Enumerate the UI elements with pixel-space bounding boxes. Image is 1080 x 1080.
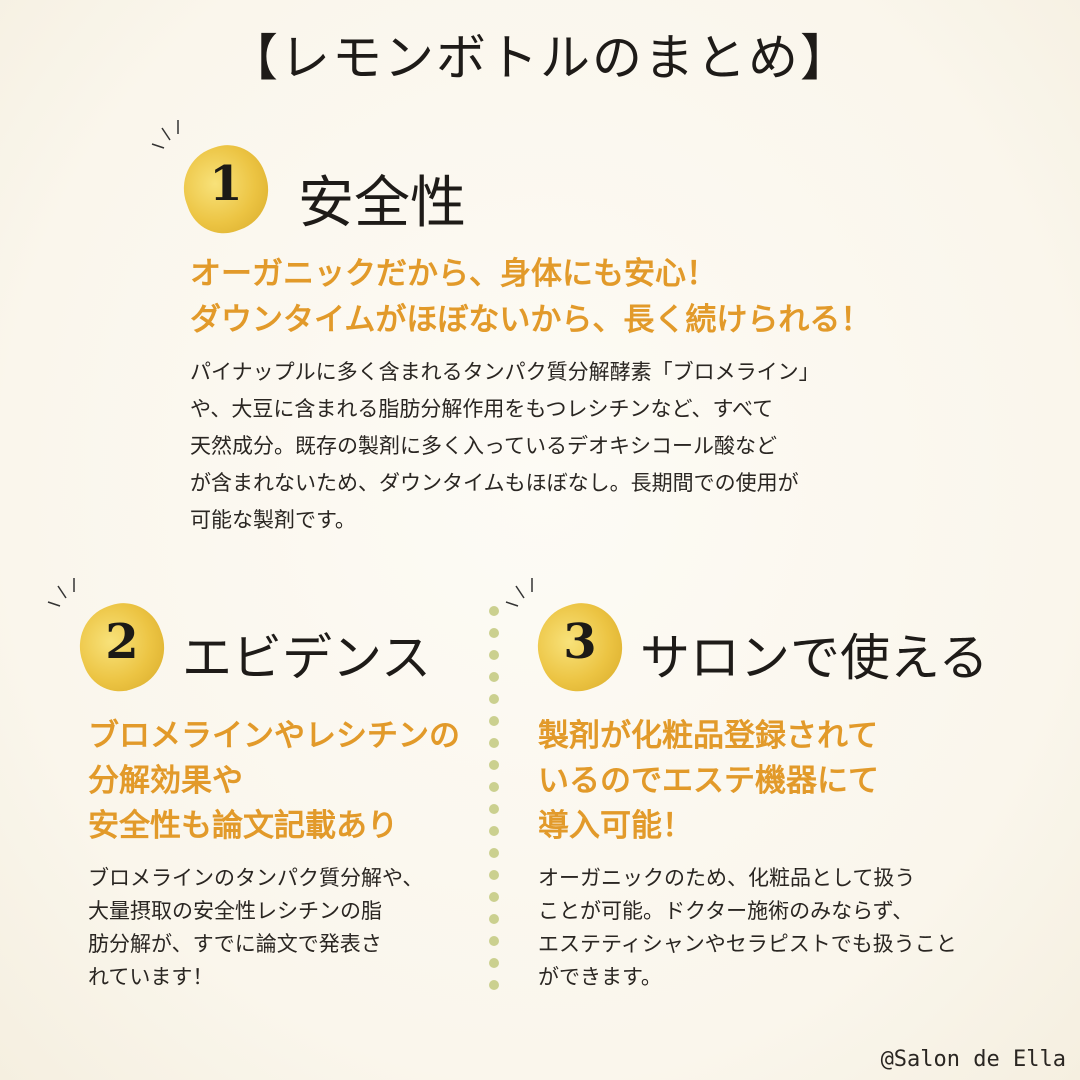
footer-handle: @Salon de Ella: [880, 1047, 1066, 1072]
body-line: 肪分解が、すでに論文で発表さ: [88, 932, 382, 956]
divider-dot: [489, 914, 499, 924]
divider-dot: [489, 936, 499, 946]
divider-dot: [489, 606, 499, 616]
lemon-number-badge: 1: [151, 120, 281, 244]
divider-dot: [489, 716, 499, 726]
body-text: オーガニックのため、化粧品として扱う ことが可能。ドクター施術のみならず、 エス…: [538, 862, 957, 994]
divider-dot: [489, 848, 499, 858]
divider-dot: [489, 738, 499, 748]
body-text: ブロメラインのタンパク質分解や、 大量摂取の安全性レシチンの脂 肪分解が、すでに…: [88, 862, 423, 994]
section-number: 2: [105, 614, 139, 670]
body-line: パイナップルに多く含まれるタンパク質分解酵素「ブロメライン」: [190, 360, 820, 384]
body-line: エステティシャンやセラピストでも扱うこと: [538, 932, 957, 956]
highlight-text: 製剤が化粧品登録されて いるのでエステ機器にて 導入可能！: [538, 714, 879, 849]
divider-dot: [489, 694, 499, 704]
section-heading: 安全性: [298, 171, 466, 236]
divider-dot: [489, 958, 499, 968]
section-heading: サロンで使える: [640, 629, 989, 687]
divider-dot: [489, 892, 499, 902]
highlight-text: ブロメラインやレシチンの 分解効果や 安全性も論文記載あり: [88, 714, 460, 849]
section-number: 3: [563, 614, 597, 670]
highlight-line: ブロメラインやレシチンの: [88, 718, 460, 754]
lemon-number-badge: 2: [47, 578, 177, 702]
lemon-number-badge: 3: [505, 578, 635, 702]
divider-dot: [489, 782, 499, 792]
body-line: 大量摂取の安全性レシチンの脂: [88, 899, 382, 923]
body-line: オーガニックのため、化粧品として扱う: [538, 866, 916, 890]
section-number: 1: [209, 156, 243, 212]
divider-dot: [489, 980, 499, 990]
body-line: 可能な製剤です。: [190, 508, 356, 532]
page-title: 【レモンボトルのまとめ】: [228, 29, 852, 87]
body-line: ブロメラインのタンパク質分解や、: [88, 866, 424, 890]
body-line: れています！: [88, 965, 214, 989]
divider-dot: [489, 650, 499, 660]
highlight-line: 分解効果や: [88, 763, 243, 799]
divider-dot: [489, 672, 499, 682]
highlight-line: 安全性も論文記載あり: [88, 808, 398, 844]
divider-dot: [489, 760, 499, 770]
sparkle-lines-icon: [151, 120, 179, 149]
divider-dot: [489, 804, 499, 814]
highlight-line: オーガニックだから、身体にも安心！: [190, 256, 717, 292]
sparkle-lines-icon: [47, 578, 75, 607]
highlight-line: 製剤が化粧品登録されて: [538, 718, 879, 754]
body-line: が含まれないため、ダウンタイムもほぼなし。長期間での使用が: [190, 471, 799, 495]
sparkle-lines-icon: [505, 578, 533, 607]
section-heading: エビデンス: [182, 629, 431, 687]
highlight-line: いるのでエステ機器にて: [538, 763, 879, 799]
body-line: ことが可能。ドクター施術のみならず、: [538, 899, 914, 923]
highlight-line: 導入可能！: [538, 808, 693, 844]
divider-dot: [489, 870, 499, 880]
divider-dot: [489, 628, 499, 638]
body-line: や、大豆に含まれる脂肪分解作用をもつレシチンなど、すべて: [190, 397, 774, 421]
body-line: ができます。: [538, 965, 662, 989]
body-text: パイナップルに多く含まれるタンパク質分解酵素「ブロメライン」 や、大豆に含まれる…: [190, 354, 820, 539]
body-line: 天然成分。既存の製剤に多く入っているデオキシコール酸など: [190, 434, 777, 458]
highlight-line: ダウンタイムがほぼないから、長く続けられる！: [190, 302, 872, 338]
divider-dot: [489, 826, 499, 836]
